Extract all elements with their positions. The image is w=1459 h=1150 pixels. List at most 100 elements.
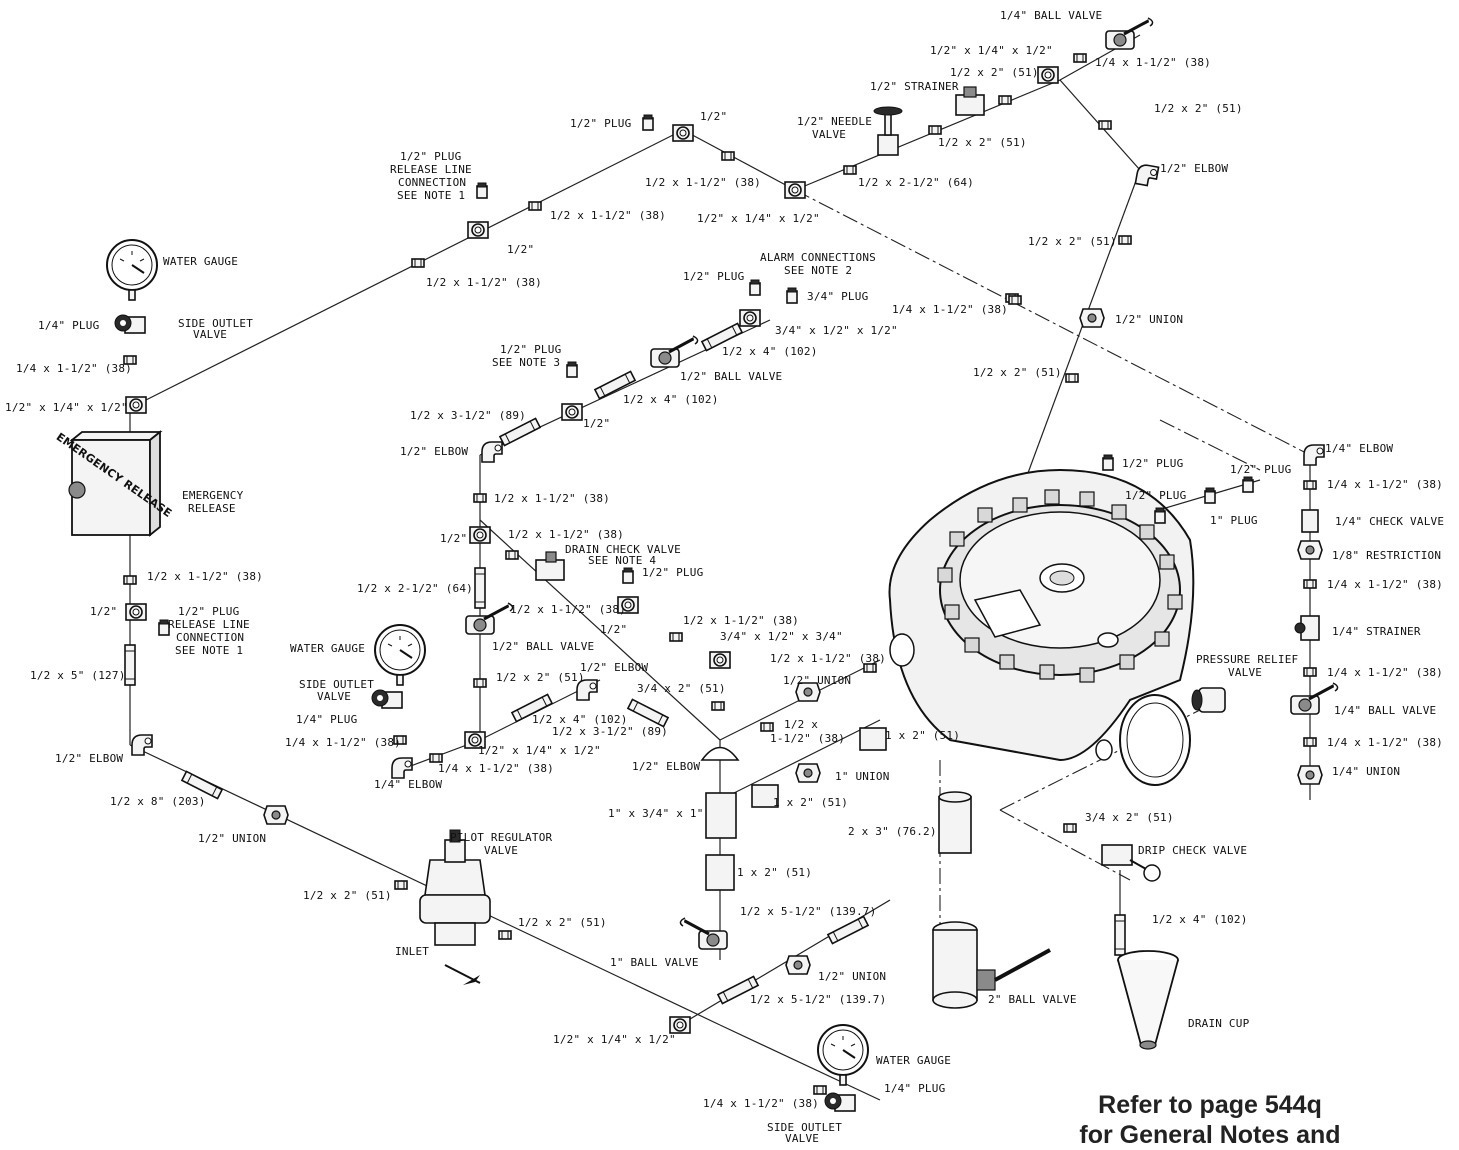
label-union-half-bot: 1/2" UNION xyxy=(818,970,886,983)
label-nip-1x2-c: 1 x 2" (51) xyxy=(737,866,812,879)
label-nip-quarter-bot: 1/4 x 1-1/2" (38) xyxy=(703,1097,819,1110)
label-plug-quarter-1: 1/4" PLUG xyxy=(38,319,99,332)
label-plug-quarter-3: 1/4" PLUG xyxy=(884,1082,945,1095)
label-nip-8: 1/2 x 8" (203) xyxy=(110,795,206,808)
label-nip-2-g: 1/2 x 2" (51) xyxy=(303,889,392,902)
label-nip-112-i: 1/2 x 1-1/2" (38) xyxy=(770,652,886,665)
label-nip-512-b: 1/2 x 5-1/2" (139.7) xyxy=(750,993,886,1006)
label-water-gauge-3: WATER GAUGE xyxy=(876,1054,951,1067)
needle-valve xyxy=(873,106,903,156)
label-nip-2-f: 1/2 x 2" (51) xyxy=(496,671,585,684)
label-elbow-half-d: 1/2" ELBOW xyxy=(55,752,123,765)
label-nip-112-g: 1/2 x 1-1/2" (38) xyxy=(510,603,626,616)
label-nip-112-c: 1/2 x 1-1/2" (38) xyxy=(426,276,542,289)
drain-cup xyxy=(1117,950,1179,1050)
label-nip-2-e: 1/2 x 2" (51) xyxy=(973,366,1062,379)
label-restriction: 1/8" RESTRICTION xyxy=(1332,549,1441,562)
label-nip-112-a: 1/2 x 1-1/2" (38) xyxy=(645,176,761,189)
main-valve-body xyxy=(888,468,1195,786)
label-elbow-quarter-l: 1/4" ELBOW xyxy=(374,778,442,791)
label-nip-quarter-l2: 1/4 x 1-1/2" (38) xyxy=(285,736,401,749)
nipple-2x3 xyxy=(938,791,972,854)
label-nip-4-a: 1/2 x 4" (102) xyxy=(722,345,818,358)
label-nip-2-a: 1/2 x 2" (51) xyxy=(950,66,1039,79)
label-tee-1-34: 1" x 3/4" x 1" xyxy=(608,807,704,820)
label-nip-1x2-b: 1 x 2" (51) xyxy=(773,796,848,809)
tee-fitting xyxy=(739,309,761,327)
elbow-half-d xyxy=(700,746,740,761)
labels: 1/4" BALL VALVE 1/2" x 1/4" x 1/2" 1/4 x… xyxy=(5,9,1444,1145)
label-tee-half-d: 1/2" xyxy=(440,532,467,545)
label-ball-half-a: 1/2" BALL VALVE xyxy=(680,370,782,383)
tee-fitting xyxy=(672,124,694,142)
label-nip-quarter-r3: 1/4 x 1-1/2" (38) xyxy=(1327,666,1443,679)
label-union-quarter-r: 1/4" UNION xyxy=(1332,765,1400,778)
label-tee-half-e: 1/2" xyxy=(90,605,117,618)
label-nip-2-h: 1/2 x 2" (51) xyxy=(518,916,607,929)
drain-check-valve xyxy=(535,551,565,581)
label-elbow-half-top: 1/2" ELBOW xyxy=(1160,162,1228,175)
label-elbow-quarter-r: 1/4" ELBOW xyxy=(1325,442,1393,455)
tee-fitting xyxy=(561,403,583,421)
nipple-1x2 xyxy=(705,854,735,891)
label-check-quarter: 1/4" CHECK VALVE xyxy=(1335,515,1444,528)
label-tee-half-top: 1/2" xyxy=(700,110,727,123)
label-nip-212-b: 1/2 x 2-1/2" (64) xyxy=(357,582,473,595)
label-inlet: INLET xyxy=(395,945,429,958)
fittings xyxy=(106,16,1340,1112)
label-nip-2-c: 1/2 x 2" (51) xyxy=(938,136,1027,149)
label-water-gauge-1: WATER GAUGE xyxy=(163,255,238,268)
label-nip-1x2-a: 1 x 2" (51) xyxy=(885,729,960,742)
tee-fitting xyxy=(1037,66,1059,84)
label-nip-2-d: 1/2 x 2" (51) xyxy=(1028,235,1117,248)
label-drain-cup: DRAIN CUP xyxy=(1188,1017,1250,1030)
strainer-half xyxy=(955,86,985,116)
label-nip-2x3: 2 x 3" (76.2) xyxy=(848,825,937,838)
inlet-arrow xyxy=(444,964,481,984)
label-plug-r3: 1/2" PLUG xyxy=(1125,489,1186,502)
label-plug-r1: 1/2" PLUG xyxy=(1122,457,1183,470)
label-union-1in: 1" UNION xyxy=(835,770,890,783)
label-nip-quarter-r4: 1/4 x 1-1/2" (38) xyxy=(1327,736,1443,749)
label-nip-4-c: 1/2 x 4" (102) xyxy=(532,713,628,726)
label-plug-half-top: 1/2" PLUG xyxy=(570,117,631,130)
nipple-1x2-b xyxy=(859,727,887,751)
drip-check-valve xyxy=(1101,844,1161,882)
label-plug-34: 3/4" PLUG xyxy=(807,290,868,303)
pressure-relief-valve xyxy=(1191,687,1226,713)
tee-fitting xyxy=(784,181,806,199)
label-strainer-half: 1/2" STRAINER xyxy=(870,80,959,93)
label-nip-312: 1/2 x 3-1/2" (89) xyxy=(410,409,526,422)
strainer-quarter xyxy=(1294,615,1320,641)
label-plug-half-f: 1/2" PLUG xyxy=(642,566,703,579)
label-nip-112-h: 1/2 x 1-1/2" (38) xyxy=(683,614,799,627)
label-nip-quarter-112-b: 1/4 x 1-1/2" (38) xyxy=(16,362,132,375)
label-tee-half-f: 1/2" xyxy=(600,623,627,636)
refer-line-1: Refer to page 544q xyxy=(1098,1091,1322,1119)
label-nip-2-b: 1/2 x 2" (51) xyxy=(1154,102,1243,115)
emergency-release-box: EMERGENCY RELEASE xyxy=(54,430,174,537)
tee-fitting xyxy=(709,651,731,669)
label-nip-34-2: 3/4 x 2" (51) xyxy=(637,682,726,695)
label-nip-512-a: 1/2 x 5-1/2" (139.7) xyxy=(740,905,876,918)
tee-1x34x1 xyxy=(705,792,737,839)
label-nip-quarter-top: 1/4 x 1-1/2" (38) xyxy=(1095,56,1211,69)
tee-fitting xyxy=(467,221,489,239)
label-drip-check: DRIP CHECK VALVE xyxy=(1138,844,1247,857)
label-nip-34-2b: 3/4 x 2" (51) xyxy=(1085,811,1174,824)
check-valve-quarter xyxy=(1301,509,1319,533)
label-tee-quarter-l2: 1/2" x 1/4" x 1/2" xyxy=(478,744,601,757)
refer-note: Refer to page 544q for General Notes and xyxy=(1020,1090,1400,1150)
label-nip-112-e: 1/2 x 1-1/2" (38) xyxy=(508,528,624,541)
